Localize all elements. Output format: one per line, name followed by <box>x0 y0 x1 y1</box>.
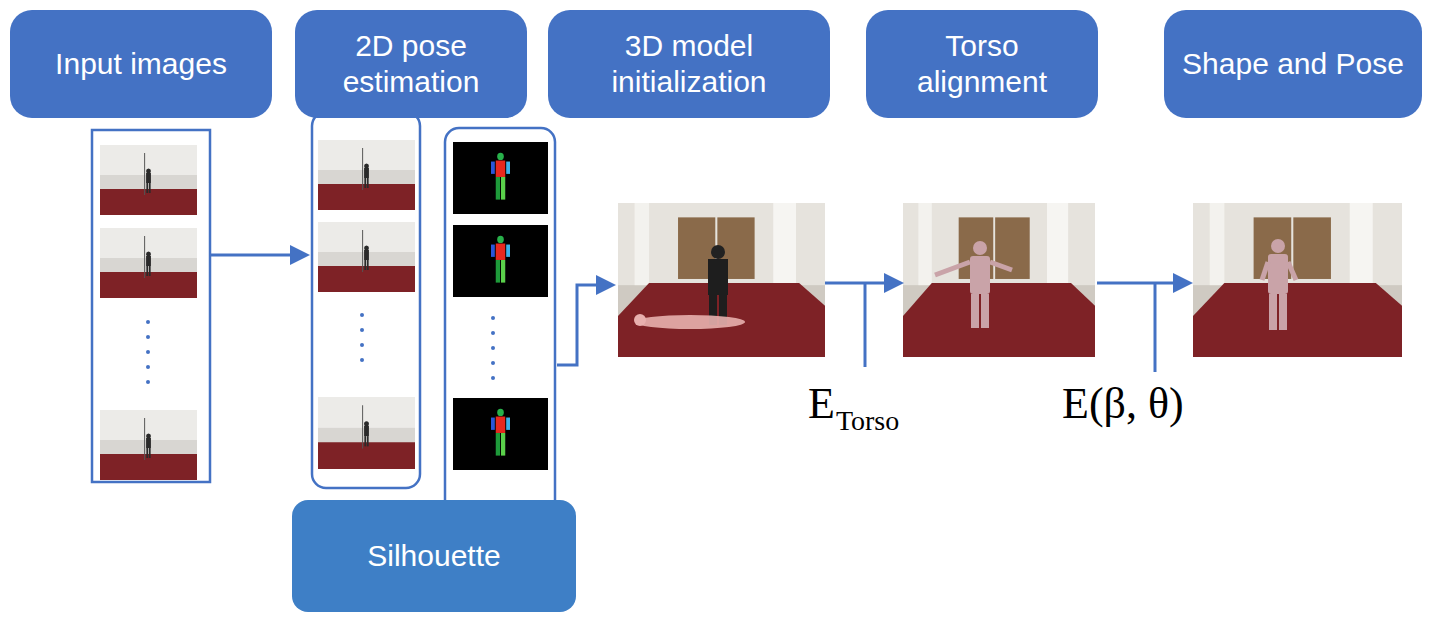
stage-box: Torso alignment <box>866 10 1098 118</box>
stage-box: Silhouette <box>292 500 576 612</box>
stage-title: 3D model initialization <box>560 28 818 100</box>
stage-box: 3D model initialization <box>548 10 830 118</box>
stage-box: Input images <box>10 10 272 118</box>
stage-title: Shape and Pose <box>1182 46 1404 82</box>
stage-title: 2D pose estimation <box>307 28 515 100</box>
energy-subscript: Torso <box>836 405 899 437</box>
stage-title: Torso alignment <box>878 28 1086 100</box>
stage-title: Silhouette <box>367 538 500 574</box>
stage-title: Input images <box>55 46 227 82</box>
stage-box: 2D pose estimation <box>295 10 527 118</box>
energy-function: E(β, θ) <box>1062 378 1184 429</box>
stage-box: Shape and Pose <box>1164 10 1422 118</box>
energy-symbol: E <box>808 378 835 429</box>
